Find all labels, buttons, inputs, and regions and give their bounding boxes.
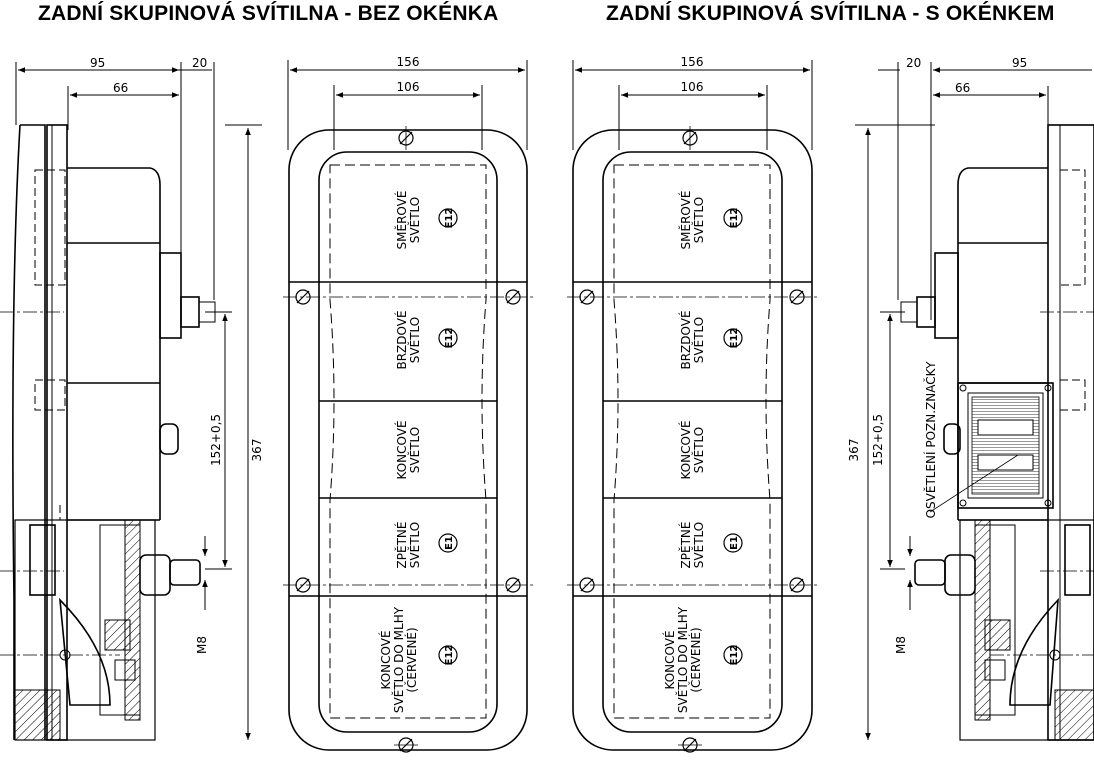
title-without-window: ZADNÍ SKUPINOVÁ SVÍTILNA - BEZ OKÉNKA bbox=[38, 2, 499, 25]
front-view-with-window: 156 106 SMĚROVÉSVĚTLO BRZ bbox=[567, 55, 818, 753]
title-with-window: ZADNÍ SKUPINOVÁ SVÍTILNA - S OKÉNKEM bbox=[606, 2, 1055, 25]
emark-a-0: E12 bbox=[444, 208, 455, 229]
emark-b-0: E12 bbox=[729, 208, 740, 229]
dim-367-right: 367 bbox=[847, 439, 861, 462]
dim-66-right: 66 bbox=[955, 81, 970, 95]
emark-b-1: E12 bbox=[729, 328, 740, 349]
dim-152-right: 152+0,5 bbox=[871, 414, 885, 466]
dim-95-left: 95 bbox=[90, 56, 105, 70]
label-fog-light-b: KONCOVÉSVĚTLO DO MLHY(ČERVENÉ) bbox=[662, 606, 703, 713]
dim-66-left: 66 bbox=[113, 81, 128, 95]
emark-a-4: E12 bbox=[444, 645, 455, 666]
dim-m8-right: M8 bbox=[894, 636, 908, 654]
dim-20-right: 20 bbox=[906, 56, 921, 70]
dim-m8-left: M8 bbox=[195, 636, 209, 654]
label-tail-light-b: KONCOVÉSVĚTLO bbox=[678, 420, 706, 479]
label-reverse-light-a: ZPĚTNÉSVĚTLO bbox=[394, 522, 422, 569]
label-plate-illumination: OSVĚTLENÍ POZN.ZNAČKY bbox=[923, 361, 938, 518]
dim-106-a: 106 bbox=[397, 80, 420, 94]
emark-b-3: E1 bbox=[729, 536, 740, 550]
dim-156-b: 156 bbox=[681, 55, 704, 69]
emark-b-4: E12 bbox=[729, 645, 740, 666]
dim-20-left: 20 bbox=[192, 56, 207, 70]
label-brake-light-b: BRZDOVÉSVĚTLO bbox=[678, 310, 706, 369]
side-view-left: 95 66 20 367 152+0,5 M8 bbox=[0, 56, 264, 741]
emark-a-1: E12 bbox=[444, 328, 455, 349]
label-fog-light-a: KONCOVÉSVĚTLO DO MLHY(ČERVENÉ) bbox=[378, 606, 419, 713]
dim-367-left: 367 bbox=[250, 439, 264, 462]
label-tail-light-a: KONCOVÉSVĚTLO bbox=[394, 420, 422, 479]
dim-152-left: 152+0,5 bbox=[209, 414, 223, 466]
dim-106-b: 106 bbox=[681, 80, 704, 94]
label-turn-light-b: SMĚROVÉSVĚTLO bbox=[678, 191, 706, 250]
label-reverse-light-b: ZPĚTNÉSVĚTLO bbox=[678, 522, 706, 569]
dim-95-right: 95 bbox=[1012, 56, 1027, 70]
label-brake-light-a: BRZDOVÉSVĚTLO bbox=[394, 310, 422, 369]
front-view-without-window: 156 106 SMĚROVÉSVĚTLO bbox=[283, 55, 533, 753]
emark-a-3: E1 bbox=[444, 536, 455, 550]
label-turn-light-a: SMĚROVÉSVĚTLO bbox=[394, 191, 422, 250]
dim-156-a: 156 bbox=[397, 55, 420, 69]
side-view-right: 20 95 66 367 152+0,5 M8 OSVĚTLENÍ POZN.Z… bbox=[847, 56, 1094, 741]
